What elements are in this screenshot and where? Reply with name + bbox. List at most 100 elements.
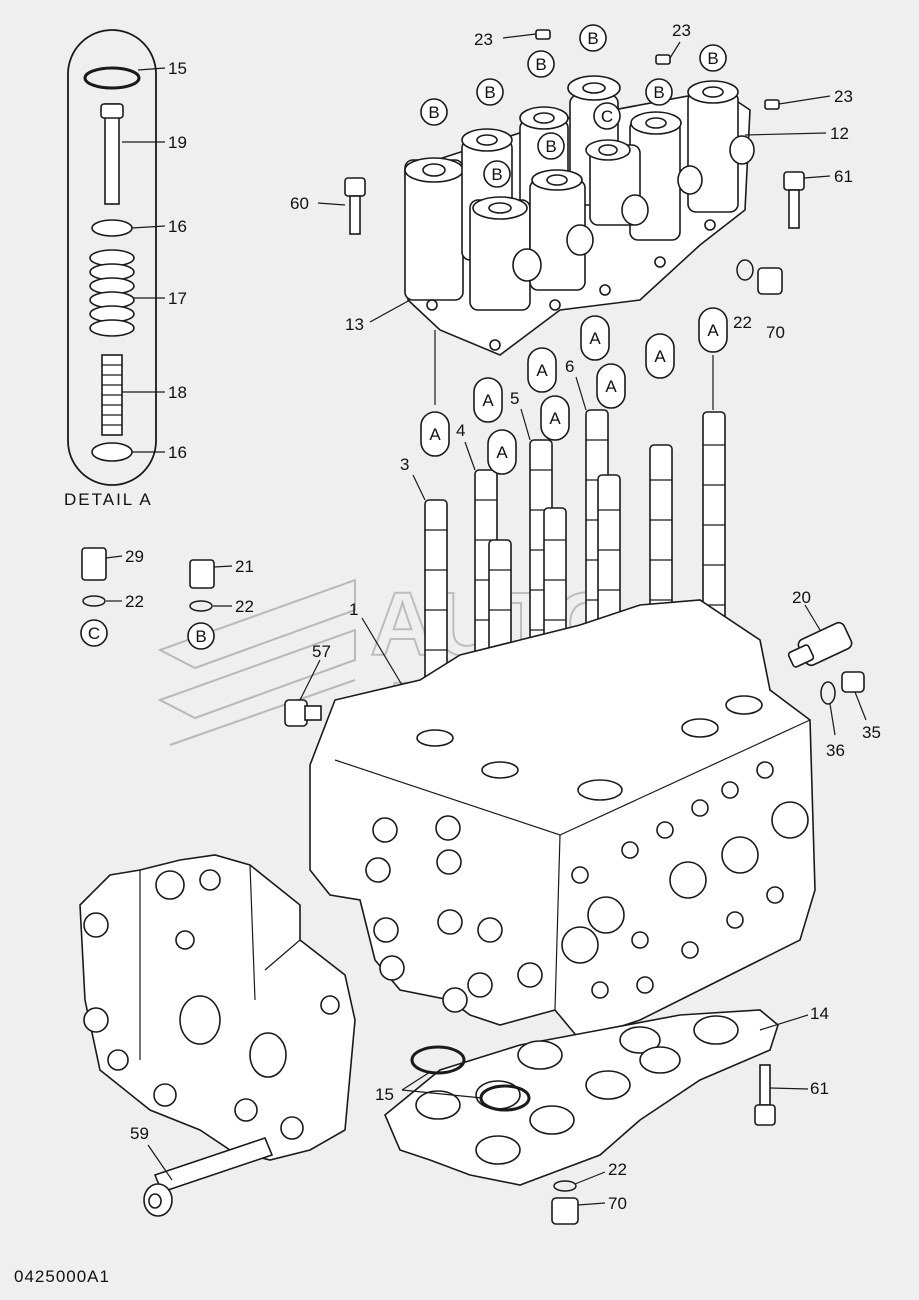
bubble-a-9: A xyxy=(698,307,728,353)
bubble-a-4: A xyxy=(527,347,557,393)
plugs-23: 23 23 23 xyxy=(474,21,853,110)
label-21: 21 xyxy=(235,557,254,576)
seat-16-bottom xyxy=(91,442,133,462)
label-20: 20 xyxy=(792,588,811,607)
seat-16-top xyxy=(91,219,133,237)
label-70-top: 70 xyxy=(766,323,785,342)
label-57: 57 xyxy=(312,642,331,661)
bubble-b-8-text: B xyxy=(491,165,502,184)
bubble-a-7-text: A xyxy=(605,377,617,396)
bolt-59: 59 xyxy=(130,1124,274,1217)
label-60: 60 xyxy=(290,194,309,213)
bubble-b-1: B xyxy=(420,98,448,126)
spring-18 xyxy=(101,354,123,436)
ring-36: 36 xyxy=(820,681,845,760)
label-23-b: 23 xyxy=(672,21,691,40)
bubble-b-5-text: B xyxy=(707,49,718,68)
bolt-61-bottom: 61 xyxy=(754,1064,829,1126)
label-70-bottom: 70 xyxy=(608,1194,627,1213)
label-35: 35 xyxy=(862,723,881,742)
side-section-body xyxy=(79,854,356,1161)
label-22-c: 22 xyxy=(125,592,144,611)
bubble-c-plug-text: C xyxy=(88,624,100,643)
bubble-a-5-text: A xyxy=(549,409,561,428)
bottom-cover-14: 14 xyxy=(384,1004,829,1186)
bubble-b-5: B xyxy=(699,44,727,72)
bubble-b-3: B xyxy=(527,50,555,78)
bubble-a-6: A xyxy=(580,315,610,361)
bubble-b-8: B xyxy=(483,160,511,188)
bubble-c-1-text: C xyxy=(601,107,613,126)
bubble-b-3-text: B xyxy=(535,55,546,74)
bubble-b-plug xyxy=(187,622,215,650)
relief-valve-20: 20 xyxy=(787,588,853,668)
poppet-19 xyxy=(104,103,120,205)
bubble-a-2: A xyxy=(473,377,503,423)
label-61-bottom: 61 xyxy=(810,1079,829,1098)
label-1: 1 xyxy=(349,600,358,619)
oring-15-detail xyxy=(83,66,141,90)
a-bubbles: A A A A A A A A A xyxy=(420,307,728,475)
bubble-a-5: A xyxy=(540,395,570,441)
bubble-a-3: A xyxy=(487,429,517,475)
label-5: 5 xyxy=(510,389,519,408)
label-3: 3 xyxy=(400,455,409,474)
label-61-top: 61 xyxy=(834,167,853,186)
label-23-c: 23 xyxy=(834,87,853,106)
bubble-a-7: A xyxy=(596,363,626,409)
bubble-a-9-text: A xyxy=(707,321,719,340)
label-19: 19 xyxy=(168,133,187,152)
bubble-a-1-text: A xyxy=(429,425,441,444)
label-18: 18 xyxy=(168,383,187,402)
orings-15: 15 xyxy=(375,1045,531,1112)
label-36: 36 xyxy=(826,741,845,760)
label-12: 12 xyxy=(830,124,849,143)
label-23-a: 23 xyxy=(474,30,493,49)
label-59: 59 xyxy=(130,1124,149,1143)
bubble-b-2-text: B xyxy=(484,83,495,102)
bubble-b-6: B xyxy=(645,78,673,106)
bubble-b-4-text: B xyxy=(587,29,598,48)
bubble-a-4-text: A xyxy=(536,361,548,380)
plug-group-left: C 29 22 B 21 22 xyxy=(80,547,254,650)
bubble-b-2: B xyxy=(476,78,504,106)
bubble-a-6-text: A xyxy=(589,329,601,348)
bubble-b-4: B xyxy=(579,24,607,52)
plug-70-top: 22 70 xyxy=(733,259,785,342)
bubble-b-6-text: B xyxy=(653,83,664,102)
drawing-code: 0425000A1 xyxy=(14,1267,110,1286)
upper-bubbles: B B B B B B C B B xyxy=(420,24,727,188)
bubble-a-1: A xyxy=(420,411,450,457)
label-17: 17 xyxy=(168,289,187,308)
bubble-b-7-text: B xyxy=(545,137,556,156)
label-15-main: 15 xyxy=(375,1085,394,1104)
detail-a-frame xyxy=(67,29,157,486)
plug-21 xyxy=(189,559,215,589)
upper-cover-13 xyxy=(404,75,755,356)
label-29: 29 xyxy=(125,547,144,566)
plug-70-bottom: 22 70 xyxy=(551,1160,627,1225)
detail-a-group: 15 19 16 17 18 16 DETAIL A xyxy=(64,29,187,509)
bubble-a-2-text: A xyxy=(482,391,494,410)
bubble-a-8: A xyxy=(645,333,675,379)
bubble-a-8-text: A xyxy=(654,347,666,366)
bubble-b-plug-text: B xyxy=(195,627,206,646)
bubble-c-plug xyxy=(80,619,108,647)
bubble-c-1: C xyxy=(593,102,621,130)
detail-a-title: DETAIL A xyxy=(64,490,153,509)
bolt-61-top: 61 xyxy=(783,167,853,229)
label-15-detail: 15 xyxy=(168,59,187,78)
plug-35: 35 xyxy=(841,671,881,742)
bubble-b-1-text: B xyxy=(428,103,439,122)
label-4: 4 xyxy=(456,421,465,440)
spring-17 xyxy=(89,249,135,337)
label-6: 6 xyxy=(565,357,574,376)
bolt-60: 60 xyxy=(290,177,366,235)
label-22-b: 22 xyxy=(235,597,254,616)
bubble-b-7: B xyxy=(537,132,565,160)
bubble-a-3-text: A xyxy=(496,443,508,462)
plug-29 xyxy=(81,547,107,581)
label-16-bottom: 16 xyxy=(168,443,187,462)
label-14: 14 xyxy=(810,1004,829,1023)
